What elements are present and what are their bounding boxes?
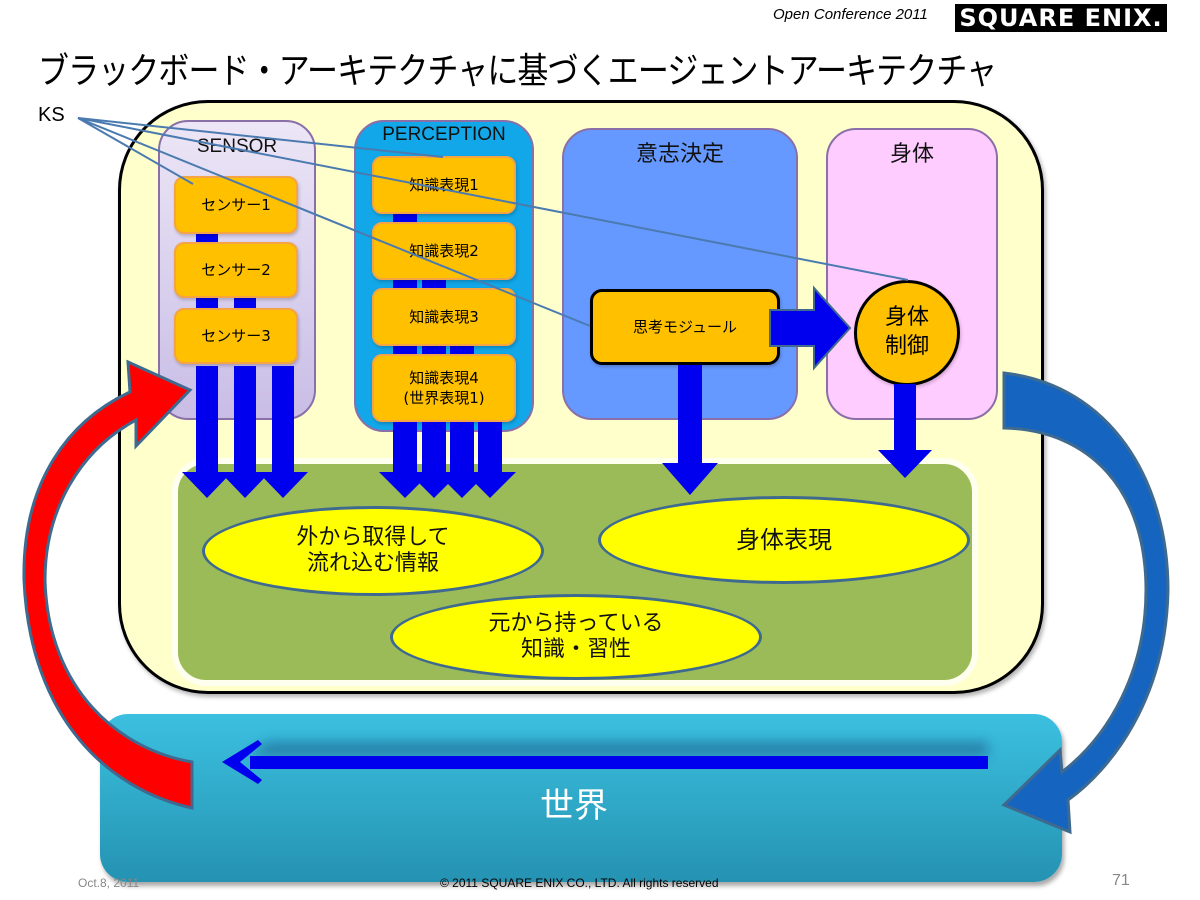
body-representation-ellipse: 身体表現: [598, 496, 970, 584]
sensor-1-box: センサー1: [174, 176, 298, 234]
connector: [422, 344, 446, 356]
knowledge-1-box: 知識表現1: [372, 156, 516, 214]
connector: [450, 344, 474, 356]
footer-date: Oct.8, 2011: [78, 876, 140, 890]
thinking-module-box: 思考モジュール: [590, 289, 780, 365]
footer-copyright: © 2011 SQUARE ENIX CO., LTD. All rights …: [440, 876, 719, 890]
ks-label: KS: [38, 104, 65, 126]
knowledge-2-box: 知識表現2: [372, 222, 516, 280]
perception-title: PERCEPTION: [382, 124, 506, 145]
sensor-3-box: センサー3: [174, 308, 298, 364]
knowledge-4-box: 知識表現4 (世界表現1): [372, 354, 516, 422]
innate-knowledge-ellipse: 元から持っている 知識・習性: [390, 594, 762, 680]
knowledge-3-box: 知識表現3: [372, 288, 516, 346]
square-enix-logo: SQUARE ENIX.: [955, 4, 1167, 32]
slide-title: ブラックボード・アーキテクチャに基づくエージェントアーキテクチャ: [38, 51, 997, 92]
sensor-title: SENSOR: [196, 136, 278, 157]
body-title: 身体: [889, 142, 934, 167]
sensor-2-box: センサー2: [174, 242, 298, 298]
world-label: 世界: [540, 786, 608, 826]
external-info-ellipse: 外から取得して 流れ込む情報: [202, 506, 544, 596]
connector: [393, 344, 417, 356]
decision-module: 意志決定: [562, 128, 798, 420]
page-number: 71: [1112, 872, 1130, 889]
conference-label: Open Conference 2011: [773, 6, 928, 23]
body-control-circle: 身体 制御: [854, 280, 960, 386]
decision-title: 意志決定: [635, 142, 724, 167]
